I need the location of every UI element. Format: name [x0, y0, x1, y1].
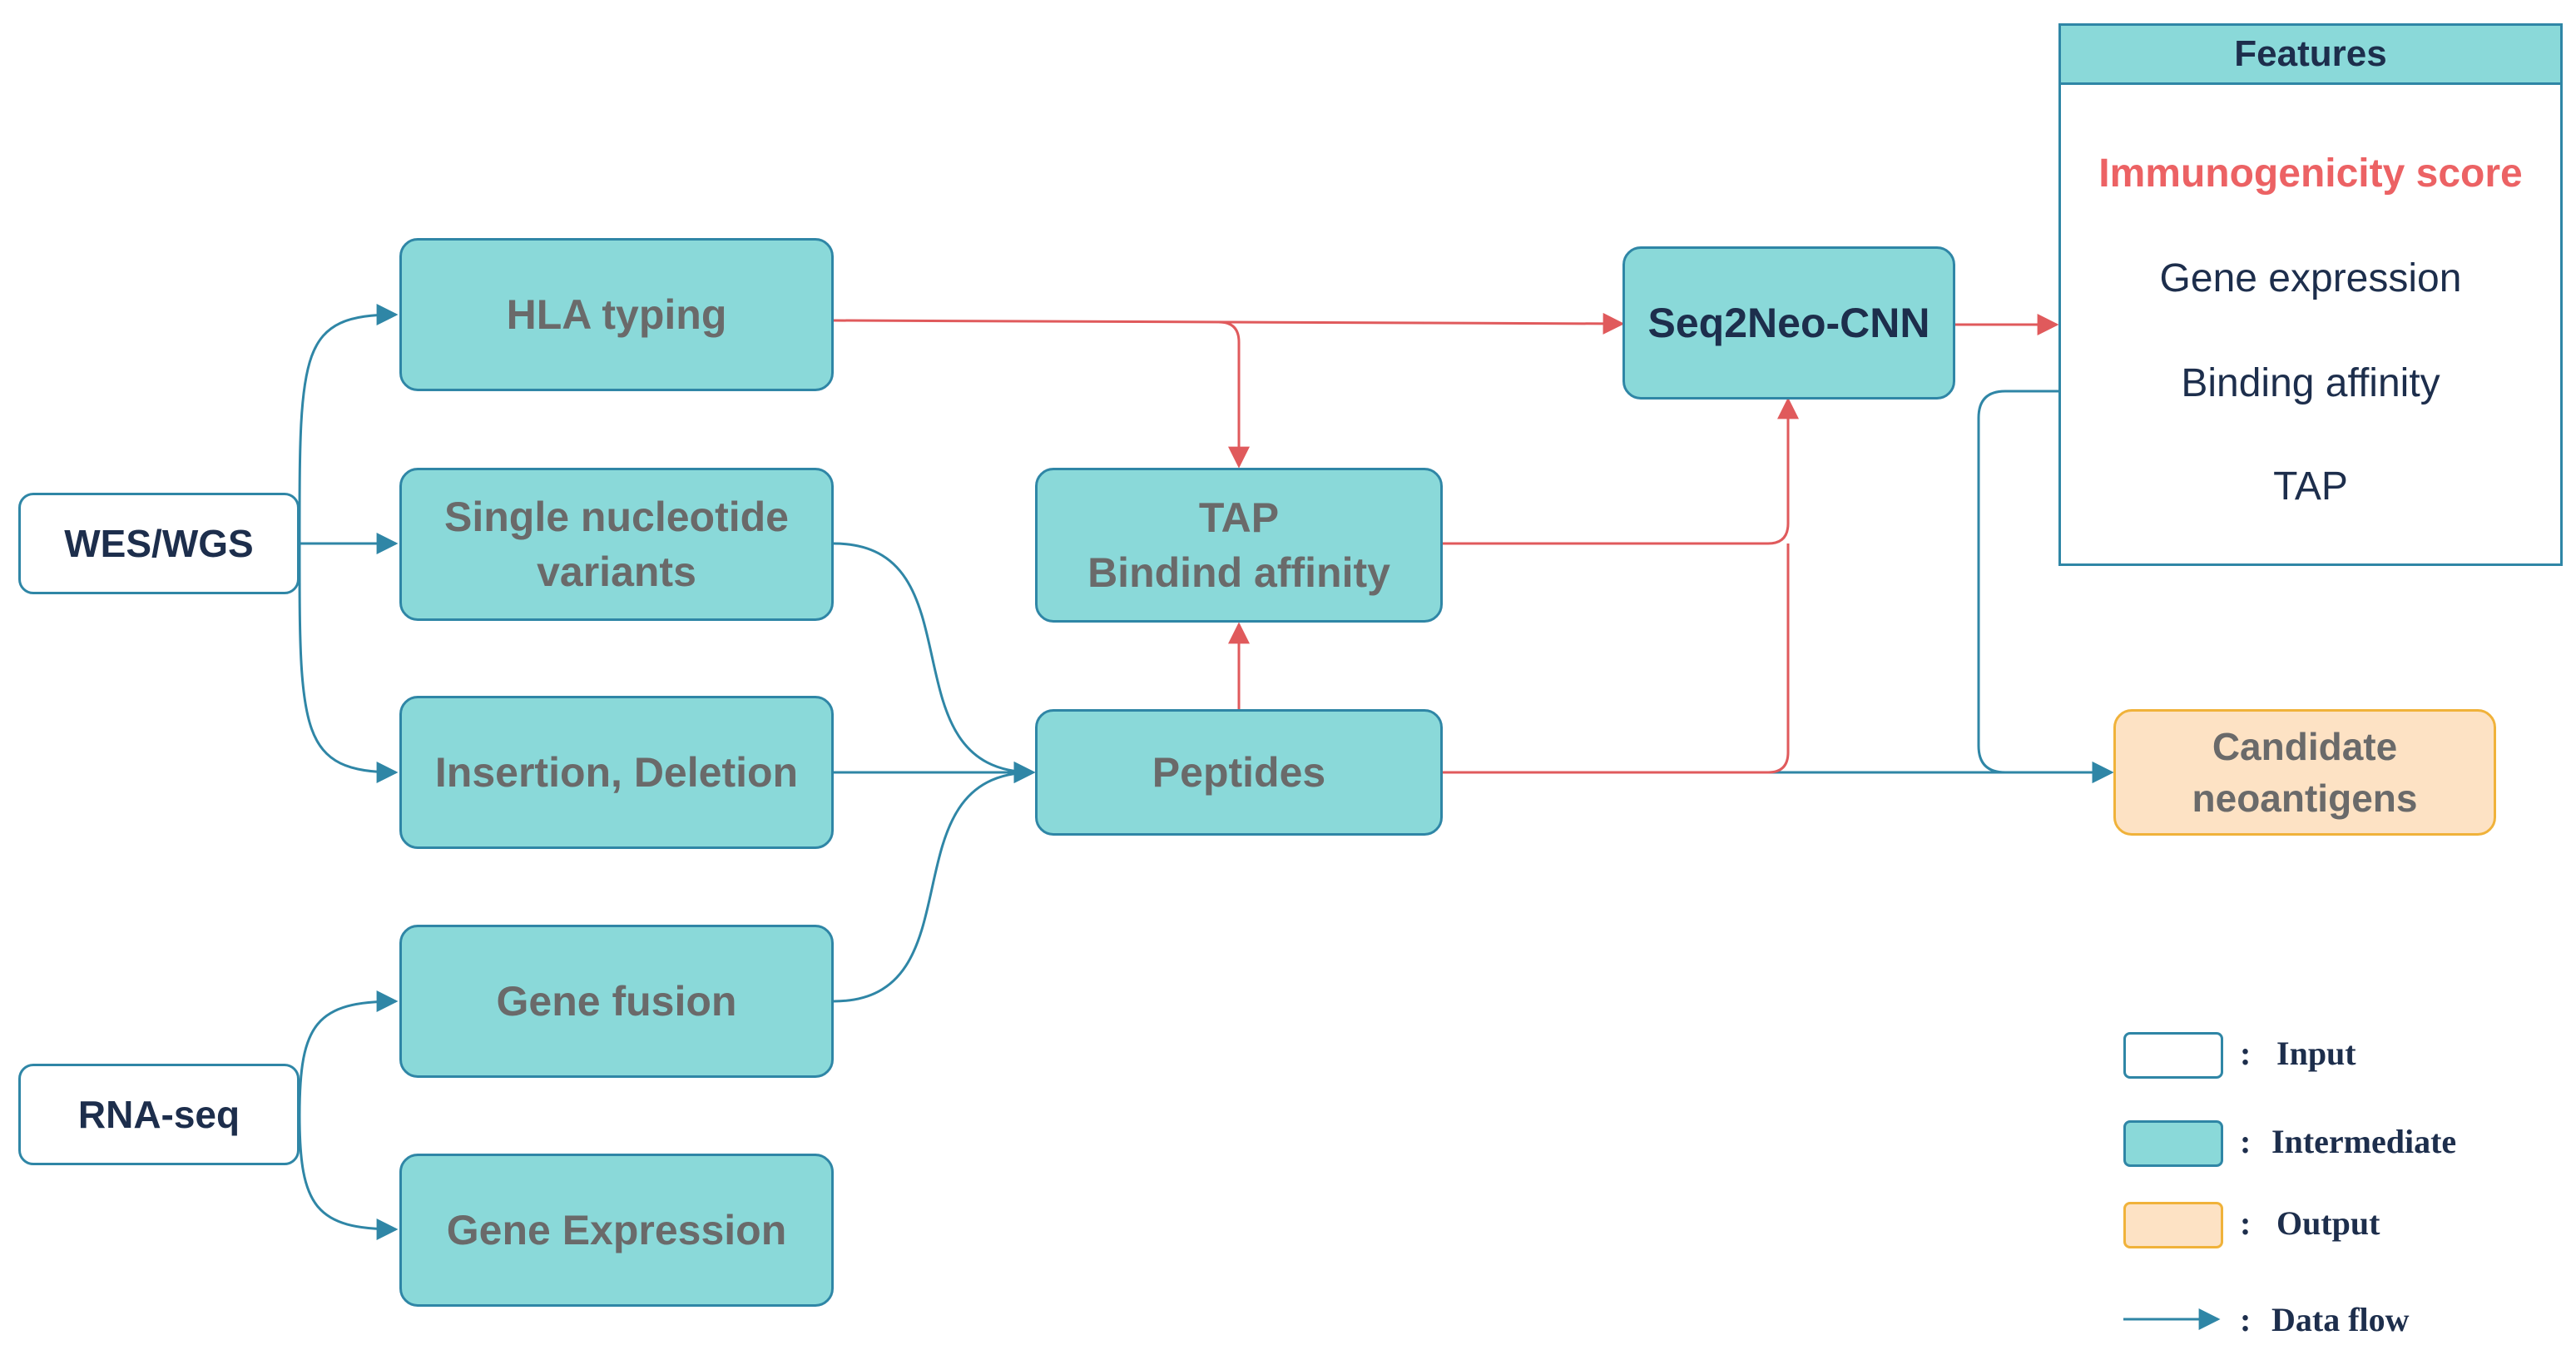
node-seq2neo-cnn-label: Seq2Neo-CNN	[1647, 300, 1930, 346]
node-peptides: Peptides	[1035, 709, 1443, 836]
features-panel: Features Immunogenicity score Gene expre…	[2058, 23, 2563, 566]
input-rna-seq: RNA-seq	[18, 1064, 300, 1165]
input-wes-wgs: WES/WGS	[18, 493, 300, 594]
node-tap-label-line1: TAP	[1198, 494, 1280, 541]
flow-rna-to-fusion	[298, 990, 399, 1116]
flow-hla-to-tap	[1218, 320, 1250, 469]
flow-peptides-to-seq2neo	[1443, 544, 1790, 774]
node-snv-label-line2: variants	[537, 548, 696, 595]
input-wes-wgs-label: WES/WGS	[64, 522, 254, 565]
node-seq2neo-cnn: Seq2Neo-CNN	[1622, 246, 1955, 400]
node-tap-binding-affinity: TAP Bindind affinity	[1035, 468, 1443, 623]
node-snv-label-line1: Single nucleotide	[444, 494, 789, 540]
node-insertion-deletion: Insertion, Deletion	[399, 696, 834, 849]
flow-rna-to-expression	[298, 1114, 399, 1240]
flow-features-to-candidates	[1977, 390, 2114, 783]
legend-intermediate-label: Intermediate	[2271, 1123, 2457, 1160]
legend-input-swatch	[2123, 1032, 2223, 1079]
feature-gene-expression: Gene expression	[2159, 256, 2462, 300]
flow-tap-to-seq2neo	[1443, 397, 1799, 545]
features-title: Features	[2061, 26, 2560, 85]
input-rna-seq-label: RNA-seq	[77, 1093, 240, 1136]
feature-immunogenicity-score: Immunogenicity score	[2098, 151, 2523, 196]
feature-binding-affinity: Binding affinity	[2181, 361, 2440, 405]
node-gene-expression-label: Gene Expression	[446, 1207, 787, 1253]
node-single-nucleotide-variants: Single nucleotide variants	[399, 468, 834, 621]
node-gene-expression: Gene Expression	[399, 1154, 834, 1307]
node-indel-label: Insertion, Deletion	[434, 749, 799, 796]
node-candidate-label-line2: neoantigens	[2192, 777, 2418, 820]
legend-output-label: Output	[2276, 1204, 2380, 1242]
node-hla-typing-label: HLA typing	[506, 291, 727, 338]
legend-intermediate-swatch	[2123, 1120, 2223, 1167]
legend-input-label: Input	[2276, 1035, 2356, 1072]
feature-tap: TAP	[2273, 464, 2348, 509]
node-candidate-neoantigens: Candidate neoantigens	[2113, 709, 2496, 836]
node-hla-typing: HLA typing	[399, 238, 834, 391]
node-gene-fusion: Gene fusion	[399, 925, 834, 1078]
legend-data-flow-label: Data flow	[2271, 1301, 2410, 1338]
legend-output-separator: :	[2240, 1204, 2252, 1242]
node-candidate-label-line1: Candidate	[2212, 725, 2398, 768]
node-peptides-label: Peptides	[1152, 749, 1326, 796]
legend-input-separator: :	[2240, 1035, 2252, 1072]
flow-wes-to-indel	[298, 543, 399, 783]
flow-fusion-to-peptides	[833, 762, 1036, 1003]
node-tap-label-line2: Bindind affinity	[1087, 549, 1390, 596]
node-gene-fusion-label: Gene fusion	[496, 978, 737, 1025]
flow-wes-to-hla	[298, 304, 399, 544]
flow-snv-to-peptides	[833, 542, 1036, 783]
legend-output-swatch	[2123, 1202, 2223, 1248]
legend-data-flow-separator: :	[2240, 1301, 2252, 1338]
legend-intermediate-separator: :	[2240, 1123, 2252, 1160]
flow-hla-to-seq2neo	[833, 312, 1625, 335]
